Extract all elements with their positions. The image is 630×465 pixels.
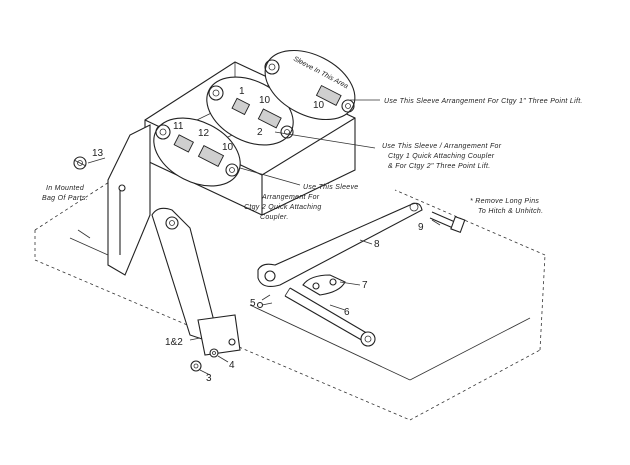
part-5: 5 bbox=[250, 298, 256, 309]
lower-link-bar bbox=[257, 202, 423, 287]
sleeve-group-cat2-quick bbox=[153, 117, 241, 187]
part-11: 11 bbox=[173, 121, 184, 132]
note-cat2-quick-1: Use This Sleeve bbox=[303, 184, 358, 191]
clevis-plate bbox=[302, 274, 346, 296]
part-8: 8 bbox=[374, 239, 380, 250]
part-numbers: 13 11 12 10 1 10 2 10 8 9 7 6 5 1&2 3 4 bbox=[92, 86, 424, 384]
note-mounted-bag-2: Bag Of Parts. bbox=[42, 195, 88, 202]
part-7: 7 bbox=[362, 280, 368, 291]
leader-lines bbox=[87, 99, 441, 376]
part-1-and-2: 1&2 bbox=[165, 337, 183, 348]
note-cat2-quick-4: Coupler. bbox=[260, 214, 289, 221]
part-10-c: 10 bbox=[313, 100, 325, 111]
part-6: 6 bbox=[344, 307, 350, 318]
part-13: 13 bbox=[92, 148, 104, 159]
part-3: 3 bbox=[206, 373, 212, 384]
long-pin bbox=[284, 287, 376, 347]
bolt-9 bbox=[429, 211, 466, 233]
part-10-b: 10 bbox=[259, 95, 271, 106]
floor-plane bbox=[34, 174, 546, 421]
note-cat1-quick-1: Use This Sleeve / Arrangement For bbox=[382, 143, 502, 150]
note-cat1-quick-2: Ctgy 1 Quick Attaching Coupler bbox=[388, 153, 495, 160]
part-2: 2 bbox=[257, 127, 263, 138]
lift-arm bbox=[151, 207, 241, 356]
part-4: 4 bbox=[229, 360, 235, 371]
note-cat2-quick-2: Arrangement For bbox=[261, 194, 320, 201]
note-cat2-quick-3: Ctgy 2 Quick Attaching bbox=[244, 204, 322, 211]
note-remove-pins-2: To Hitch & Unhitch. bbox=[478, 208, 543, 215]
note-remove-pins-1: * Remove Long Pins bbox=[470, 198, 539, 205]
part-1: 1 bbox=[239, 86, 245, 97]
small-hardware bbox=[73, 156, 273, 372]
part-9: 9 bbox=[418, 222, 424, 233]
note-cat1-quick-3: & For Ctgy 2" Three Point Lift. bbox=[388, 163, 490, 170]
note-mounted-bag-1: In Mounted bbox=[46, 185, 85, 192]
mounting-bracket bbox=[69, 124, 151, 276]
sleeve-group-cat1-quick bbox=[206, 76, 294, 146]
part-12: 12 bbox=[198, 128, 210, 139]
note-cat1-three-point: Use This Sleeve Arrangement For Ctgy 1" … bbox=[384, 98, 583, 105]
part-10-a: 10 bbox=[222, 142, 234, 153]
sleeve-group-cat1-three-point bbox=[264, 49, 356, 121]
